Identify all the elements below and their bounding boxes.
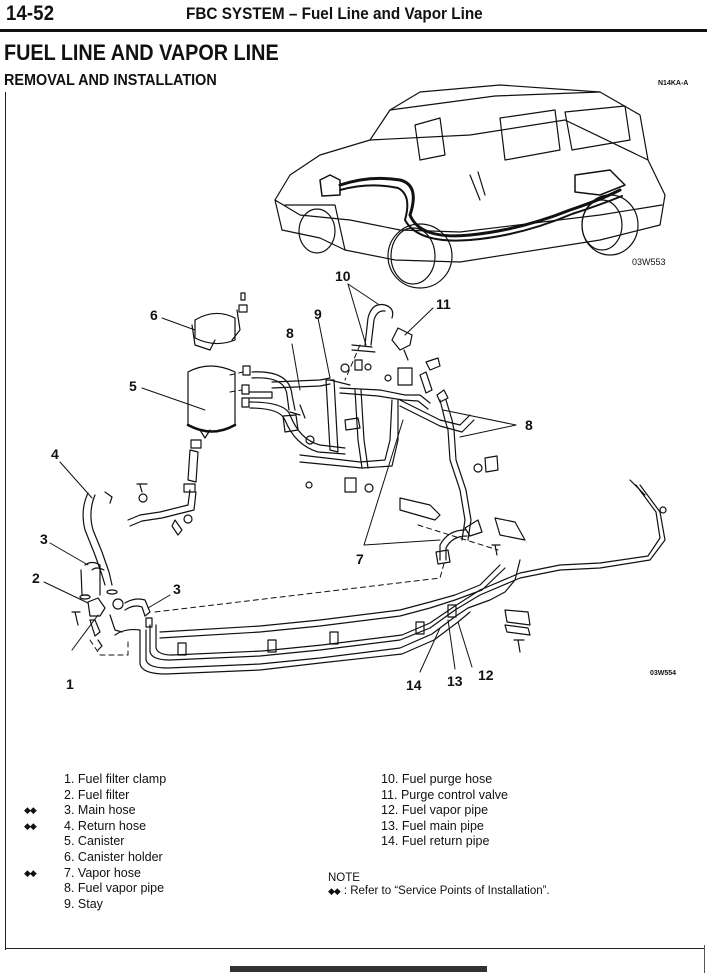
callout-12-fuel-vapor-pipe: 12 xyxy=(478,667,494,683)
parts-list-item: 5. Canister xyxy=(64,834,125,849)
callout-11-purge-control-valve: 11 xyxy=(436,296,451,312)
frame-right-rule xyxy=(704,945,705,973)
callout-7-vapor-hose: 7 xyxy=(356,551,364,567)
filter-and-hoses xyxy=(71,491,153,651)
purge-hose-and-valve xyxy=(340,303,449,403)
frame-left-rule xyxy=(5,92,6,950)
canister-connector-hoses xyxy=(241,365,351,455)
section-ref-code: N14KA-A xyxy=(658,80,689,87)
callout-3-main-hose-upper: 3 xyxy=(40,531,48,547)
reference-dashed-lines xyxy=(89,344,499,656)
service-point-mark-icon: ◆◆ xyxy=(24,820,37,831)
canister-drain-hose xyxy=(127,483,197,536)
parts-list-item: ◆◆7. Vapor hose xyxy=(24,865,141,880)
vehicle-figure-code: 03W553 xyxy=(632,257,666,267)
parts-list-item: 14. Fuel return pipe xyxy=(381,834,490,849)
parts-list-item: 11. Purge control valve xyxy=(381,787,508,802)
section-subtitle: REMOVAL AND INSTALLATION xyxy=(4,72,217,89)
callout-leader-lines xyxy=(43,283,517,673)
parts-list-left: 1. Fuel filter clamp 2. Fuel filter ◆◆3.… xyxy=(24,772,167,912)
service-point-mark-icon: ◆◆ xyxy=(328,886,341,896)
section-title: FUEL LINE AND VAPOR LINE xyxy=(4,40,279,65)
vapor-hose-illustration xyxy=(399,455,531,653)
callout-13-fuel-main-pipe: 13 xyxy=(447,673,463,689)
vehicle-overview-illustration xyxy=(274,84,666,289)
parts-list-item: 9. Stay xyxy=(64,896,103,911)
stay-and-vapor-pipes xyxy=(282,379,475,541)
frame-bottom-rule xyxy=(5,948,705,949)
page-footer-bar xyxy=(230,966,487,972)
fuel-pipes xyxy=(139,479,667,675)
canister-holder-illustration xyxy=(191,292,248,351)
parts-list-item: 8. Fuel vapor pipe xyxy=(64,881,165,896)
page-number: 14-52 xyxy=(6,2,55,25)
parts-list-item: 10. Fuel purge hose xyxy=(381,772,493,786)
parts-list-item: ◆◆3. Main hose xyxy=(24,803,136,818)
parts-list-item: ◆◆4. Return hose xyxy=(24,818,147,833)
note-label: NOTE xyxy=(328,872,360,884)
parts-list-right: 10. Fuel purge hose 11. Purge control va… xyxy=(381,772,508,850)
callout-5-canister: 5 xyxy=(129,378,137,394)
note-text: : Refer to “Service Points of Installati… xyxy=(343,885,550,897)
parts-list-item: 2. Fuel filter xyxy=(64,787,130,802)
callout-3-main-hose-lower: 3 xyxy=(173,581,181,597)
callout-2-fuel-filter: 2 xyxy=(32,570,40,586)
exploded-view-figure-code: 03W554 xyxy=(650,670,677,677)
callout-10-fuel-purge-hose: 10 xyxy=(335,268,351,284)
header-rule xyxy=(0,29,707,32)
callout-8-fuel-vapor-pipe-right: 8 xyxy=(525,417,533,433)
service-point-mark-icon: ◆◆ xyxy=(24,867,37,878)
service-point-mark-icon: ◆◆ xyxy=(24,805,37,816)
callout-9-stay: 9 xyxy=(314,306,322,322)
canister-illustration xyxy=(183,365,237,493)
callout-4-return-hose: 4 xyxy=(51,446,59,462)
running-header-title: FBC SYSTEM – Fuel Line and Vapor Line xyxy=(186,4,483,23)
callout-14-fuel-return-pipe: 14 xyxy=(406,677,422,693)
callout-1-fuel-filter-clamp: 1 xyxy=(66,676,74,692)
callout-8-fuel-vapor-pipe-left: 8 xyxy=(286,325,294,341)
note-text-row: ◆◆: Refer to “Service Points of Installa… xyxy=(328,885,550,897)
parts-list-item: 6. Canister holder xyxy=(64,849,163,864)
parts-list-item: 1. Fuel filter clamp xyxy=(64,772,167,786)
parts-list-item: 13. Fuel main pipe xyxy=(381,818,484,833)
callout-6-canister-holder: 6 xyxy=(150,307,158,323)
parts-list-item: 12. Fuel vapor pipe xyxy=(381,803,489,818)
